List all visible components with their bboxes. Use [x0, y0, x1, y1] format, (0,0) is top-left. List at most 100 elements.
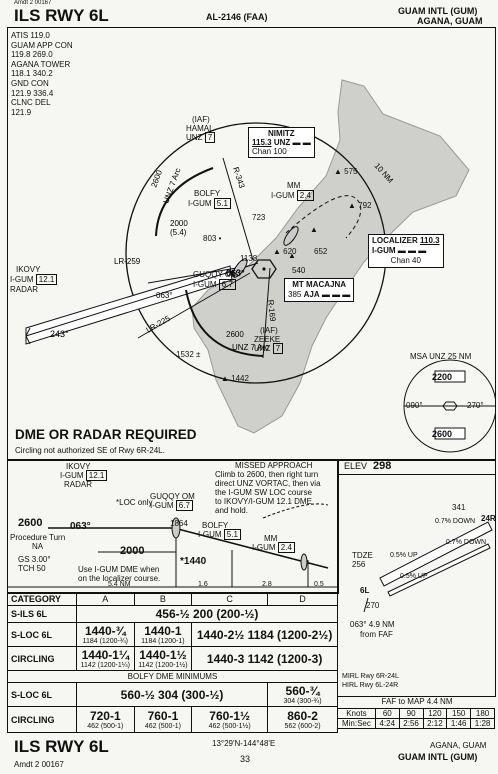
- guqqy-id: I-GUM: [193, 280, 217, 289]
- min-cell: 1440-2½ 1184 (1200-2½): [191, 622, 338, 647]
- tdze-value: 256: [352, 560, 366, 569]
- airport-city: AGANA, GUAM: [417, 16, 483, 26]
- faf-title: FAF to MAP 4.4 NM: [381, 697, 453, 706]
- slope-up-1: 0.5% UP: [390, 552, 418, 559]
- comm-line: 118.1 340.2: [11, 69, 53, 79]
- svg-text:652: 652: [314, 247, 328, 256]
- bottom-amdt: Amdt 2 00167: [14, 760, 64, 769]
- svg-text:723: 723: [252, 213, 266, 222]
- loc-title: LOCALIZER: [372, 236, 418, 245]
- min-value: 760-1: [147, 709, 179, 723]
- prof-ikovy-dist: 12.1: [85, 470, 108, 481]
- prof-mm-id: I-GUM: [252, 543, 276, 552]
- nimitz-id: UNZ: [273, 138, 291, 147]
- min-value: 1440-¾: [84, 624, 126, 638]
- loc-id: I-GUM: [372, 246, 396, 255]
- min-value: 560-¾: [285, 684, 320, 698]
- nimitz-freq: 115.3: [252, 138, 272, 147]
- comms-block: ATIS 119.0 GUAM APP CON 119.8 269.0 AGAN…: [11, 31, 73, 117]
- min-sub: 462 (500-1): [87, 723, 124, 730]
- svg-text:▲ 1442: ▲ 1442: [221, 374, 249, 383]
- comm-line: AGANA TOWER: [11, 59, 71, 69]
- profile-bolfy: BOLFY I-GUM 5.1: [198, 521, 241, 540]
- island-shape: [191, 79, 470, 434]
- comm-line: GND CON: [11, 78, 49, 88]
- min-sub: 1184 (1200-1): [141, 638, 185, 645]
- bolfy-dist: 5.1: [213, 198, 231, 209]
- missed-approach-path: [285, 195, 362, 239]
- elev-value: 298: [373, 460, 392, 472]
- msa-north: 2200: [432, 372, 453, 382]
- svg-text:2000: 2000: [170, 219, 188, 228]
- ikovy-radar: RADAR: [10, 285, 39, 294]
- profile-view: IKOVY I-GUM 12.1 RADAR *LOC only GUQQY O…: [7, 459, 339, 594]
- row-label: S-ILS 6L: [7, 605, 77, 623]
- zeeke-name: ZEEKE: [254, 335, 281, 344]
- loc-feather: [25, 265, 233, 345]
- guqqy-name: GUQQY OM: [193, 270, 238, 279]
- minimums-table: CATEGORY A B C D S-ILS 6L 456-½ 200 (200…: [7, 592, 338, 733]
- faf-cell: 2:56: [398, 718, 424, 729]
- msa-west: 090°: [406, 401, 423, 410]
- threshold-270: 270: [366, 601, 380, 610]
- lighting: MIRL Rwy 6R-24L HIRL Rwy 6L-24R: [342, 672, 399, 690]
- svg-text:UNZ 7 Arc: UNZ 7 Arc: [232, 343, 269, 352]
- profile-gs: GS 3.00° TCH 50: [18, 555, 51, 573]
- min-sub: 562 (600-2): [284, 723, 321, 730]
- profile-alt-2600: 2600: [18, 517, 43, 529]
- guqqy-fix: GUQQY OM I-GUM 6.7: [193, 270, 238, 290]
- svg-text:063°: 063°: [156, 291, 173, 300]
- macajna-name: MT MACAJNA: [292, 280, 347, 289]
- pt-line: NA: [32, 542, 44, 551]
- tdze-label: TDZE: [352, 551, 373, 560]
- min-value: 1440-1½: [139, 648, 187, 662]
- min-sub: 304 (300-¾): [283, 698, 322, 705]
- msa-east: 270°: [467, 401, 484, 410]
- nimitz-box: NIMITZ 115.3 UNZ ▬ ▬ Chan 100: [248, 127, 315, 158]
- prof-guqqy-name: GUQQY OM: [150, 492, 195, 501]
- missed-line: to IKOVY/I-GUM 12.1 DME: [215, 497, 312, 506]
- svg-text:R-169: R-169: [266, 299, 277, 322]
- circling-note: Circling not authorized SE of Rwy 6R-24L…: [15, 446, 165, 455]
- hamal-dme-id: UNZ: [186, 133, 203, 142]
- mm-name: MM: [287, 181, 301, 190]
- ikovy-fix: IKOVY I-GUM 12.1 RADAR: [10, 265, 58, 295]
- missed-line: Climb to 2600, then right turn: [215, 470, 319, 479]
- hamal-fix: (IAF) HAMAL UNZ 7: [186, 115, 216, 143]
- min-value: 860-2: [287, 709, 318, 723]
- tch: TCH 50: [18, 564, 46, 573]
- airport-diagram: ELEV 298 TDZE 256 6L 24R 341 270 0.7% DO…: [337, 459, 496, 697]
- profile-dist-2: 1.6: [198, 581, 208, 588]
- profile-alt-1864: 1864: [170, 519, 188, 528]
- profile-ikovy: IKOVY I-GUM 12.1 RADAR: [60, 462, 108, 489]
- cat-b: B: [133, 592, 193, 606]
- svg-text:2600: 2600: [149, 168, 164, 188]
- plan-view: ▲ 575 723 803 • ▲ 652 ▲ 620 ▲ 540 ▲ 792 …: [7, 27, 496, 461]
- svg-text:540: 540: [292, 266, 306, 275]
- faf-table: Knots 60 90 120 150 180 Min:Sec 4:24 2:5…: [337, 708, 495, 729]
- hamal-name: HAMAL: [186, 124, 214, 133]
- prof-mm-dist: 2.4: [277, 542, 295, 553]
- cat-a: A: [76, 592, 135, 606]
- bottom-coords: 13°29'N-144°48'E: [212, 739, 276, 748]
- elev-label: ELEV: [344, 461, 368, 471]
- min-cell: 456-½ 200 (200-½): [76, 605, 338, 623]
- heading-note: 063° 4.9 NM from FAF: [350, 620, 395, 640]
- svg-text:1138: 1138: [240, 254, 258, 263]
- faf-cell: Knots: [337, 708, 376, 719]
- dme-required: DME OR RADAR REQUIRED: [15, 427, 197, 442]
- morse-icon: ▬ ▬ ▬: [397, 246, 427, 255]
- profile-dist-3: 2.8: [262, 581, 272, 588]
- hamal-arc: [155, 167, 214, 237]
- svg-text:(5.4): (5.4): [170, 228, 187, 237]
- missed-line: the I-GUM SW LOC course: [215, 488, 312, 497]
- guqqy-dist: 6.7: [218, 279, 236, 290]
- row-label: S-LOC 6L: [7, 682, 77, 707]
- profile-mm: MM I-GUM 2.4: [252, 534, 295, 553]
